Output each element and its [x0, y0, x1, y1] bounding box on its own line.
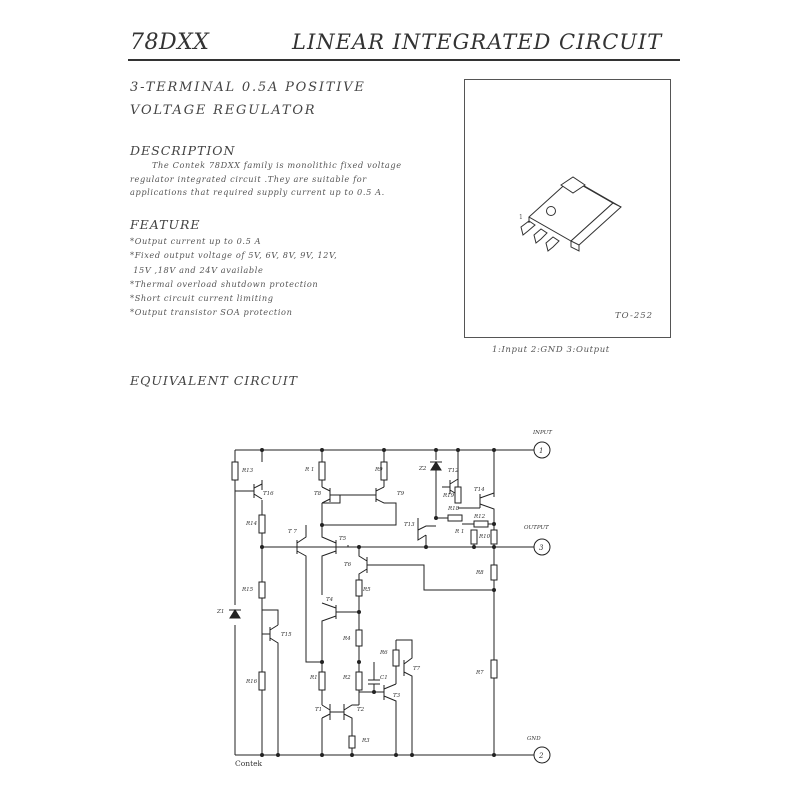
subtitle-line1: 3-TERMINAL 0.5A POSITIVE [130, 80, 366, 95]
label-t12: T12 [448, 468, 459, 474]
resistor-r12 [473, 520, 489, 528]
zener-z1 [229, 609, 241, 619]
resistor-r1b [470, 529, 478, 545]
label-r3: R3 [361, 738, 370, 744]
resistor-r8 [490, 564, 498, 581]
label-r14: R14 [245, 521, 258, 527]
maker-label: Contek [235, 759, 263, 768]
label-r1a: R 1 [304, 467, 314, 473]
package-name: TO-252 [615, 311, 654, 321]
resistor-r2 [355, 671, 363, 691]
label-r1: R1 [309, 675, 318, 681]
label-r8: R8 [475, 570, 484, 576]
label-r16: R16 [245, 679, 258, 685]
label-r12: R12 [473, 514, 486, 520]
resistor-r7 [490, 659, 498, 679]
resistor-r14 [258, 514, 266, 534]
input-terminal [533, 441, 551, 459]
subtitle-line2: VOLTAGE REGULATOR [130, 103, 317, 118]
label-t9: T9 [397, 491, 405, 497]
label-r4: R4 [342, 636, 351, 642]
package-box: 1 [464, 79, 671, 338]
gnd-terminal [533, 746, 551, 764]
label-r19: R19 [442, 493, 455, 499]
feature-item: *Fixed output voltage of 5V, 6V, 8V, 9V,… [130, 250, 338, 261]
label-t16: T16 [263, 491, 274, 497]
input-terminal-number: 1 [539, 447, 543, 455]
label-r7: R7 [475, 670, 484, 676]
label-z2: Z2 [418, 466, 427, 472]
pin1-label: 1 [519, 214, 523, 221]
label-r15: R15 [241, 587, 254, 593]
label-t6: T6 [344, 562, 352, 568]
resistor-r4 [355, 629, 363, 647]
label-t8: T8 [314, 491, 322, 497]
resistor-r16 [258, 671, 266, 691]
feature-item: *Output transistor SOA protection [130, 307, 293, 318]
label-t7: T7 [413, 666, 421, 672]
resistor-r5 [355, 579, 363, 597]
feature-item: *Short circuit current limiting [130, 293, 274, 304]
resistor-r19 [454, 486, 462, 504]
label-t14: T14 [474, 487, 485, 493]
gnd-terminal-number: 2 [538, 752, 544, 760]
description-line: regulator integrated circuit .They are s… [130, 173, 367, 184]
label-t7a: T 7 [288, 529, 297, 535]
equivalent-circuit-heading: EQUIVALENT CIRCUIT [130, 373, 299, 388]
label-r18: R18 [447, 506, 460, 512]
feature-heading: FEATURE [130, 217, 201, 232]
resistor-r1 [318, 671, 326, 691]
label-r9: R9 [374, 467, 383, 473]
feature-list: *Output current up to 0.5 A *Fixed outpu… [130, 234, 337, 320]
label-r13: R13 [241, 468, 254, 474]
feature-item: *Output current up to 0.5 A [130, 236, 262, 246]
output-label: OUTPUT [524, 525, 549, 531]
feature-item: 15V ,18V and 24V available [130, 264, 264, 275]
description-line: applications that required supply curren… [130, 187, 385, 197]
resistor-r15 [258, 581, 266, 599]
label-r2: R2 [342, 675, 351, 681]
output-terminal-number: 3 [539, 544, 544, 552]
label-t5: T5 [339, 536, 347, 542]
resistor-r13 [231, 461, 239, 481]
label-t2: T2 [357, 707, 365, 713]
label-t3: T3 [393, 693, 401, 699]
label-t15: T15 [281, 632, 292, 638]
label-r10: R10 [478, 534, 491, 540]
header-rule [128, 59, 680, 61]
feature-item: *Thermal overload shutdown protection [130, 278, 319, 289]
label-z1: Z1 [216, 609, 224, 615]
document-title: LINEAR INTEGRATED CIRCUIT [292, 30, 663, 54]
label-r6: R6 [379, 650, 388, 656]
description-heading: DESCRIPTION [130, 143, 236, 158]
resistor-r18 [447, 514, 463, 522]
label-t13: T13 [404, 522, 415, 528]
output-terminal [533, 538, 551, 556]
pinout-caption: 1:Input 2:GND 3:Output [492, 345, 610, 355]
resistor-r6 [392, 649, 400, 667]
gnd-label: GND [527, 736, 541, 742]
label-c1: C1 [380, 675, 388, 681]
resistor-r9 [380, 461, 388, 481]
zener-z2 [430, 461, 442, 471]
label-r5: R5 [362, 587, 371, 593]
part-number: 78DXX [130, 30, 210, 55]
label-t1: T1 [315, 707, 322, 713]
description-body: The Contek 78DXX family is monolithic fi… [130, 159, 402, 200]
resistor-r10 [490, 529, 498, 545]
label-t4: T4 [326, 597, 334, 603]
resistor-r1a [318, 461, 326, 481]
equivalent-circuit-schematic: 1 3 2 INPUT OUTPUT GND R13 R14 R15 R16 R… [216, 430, 552, 768]
label-r1b: R 1 [454, 529, 464, 535]
to252-package-drawing: 1 [519, 176, 622, 252]
input-label: INPUT [532, 430, 552, 436]
description-line: The Contek 78DXX family is monolithic fi… [152, 160, 402, 170]
resistor-r3 [348, 735, 356, 749]
